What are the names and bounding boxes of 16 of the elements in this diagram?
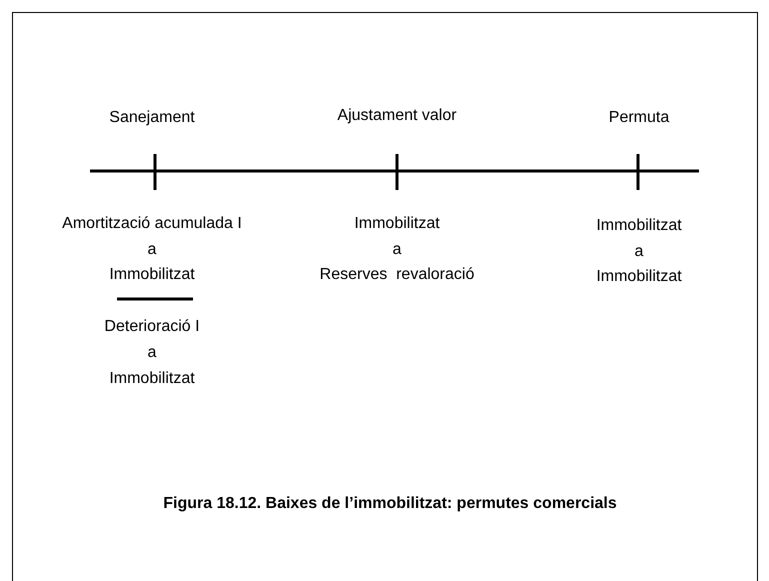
timeline-label: Immobilitzat [596,216,682,236]
figure-caption: Figura 18.12. Baixes de l’immobilitzat: permutes comercials [163,494,617,514]
timeline-label: a [148,343,156,363]
timeline-label: a [634,242,644,262]
timeline-label: a [392,240,402,260]
timeline-label: Immobilitzat [596,267,682,287]
timeline-label: Reserves revaloració [320,265,474,285]
timeline-label: Immobilitzat [109,265,195,285]
timeline-label: Deterioració I [104,317,200,337]
timeline-label: Permuta [608,108,670,128]
timeline-label: Sanejament [109,108,195,128]
timeline-label: a [148,240,156,260]
timeline-label: Immobilitzat [109,369,195,389]
timeline-label: Amortització acumulada I [62,214,242,234]
timeline-label: Ajustament valor [337,106,457,126]
timeline-label: Immobilitzat [354,214,440,234]
